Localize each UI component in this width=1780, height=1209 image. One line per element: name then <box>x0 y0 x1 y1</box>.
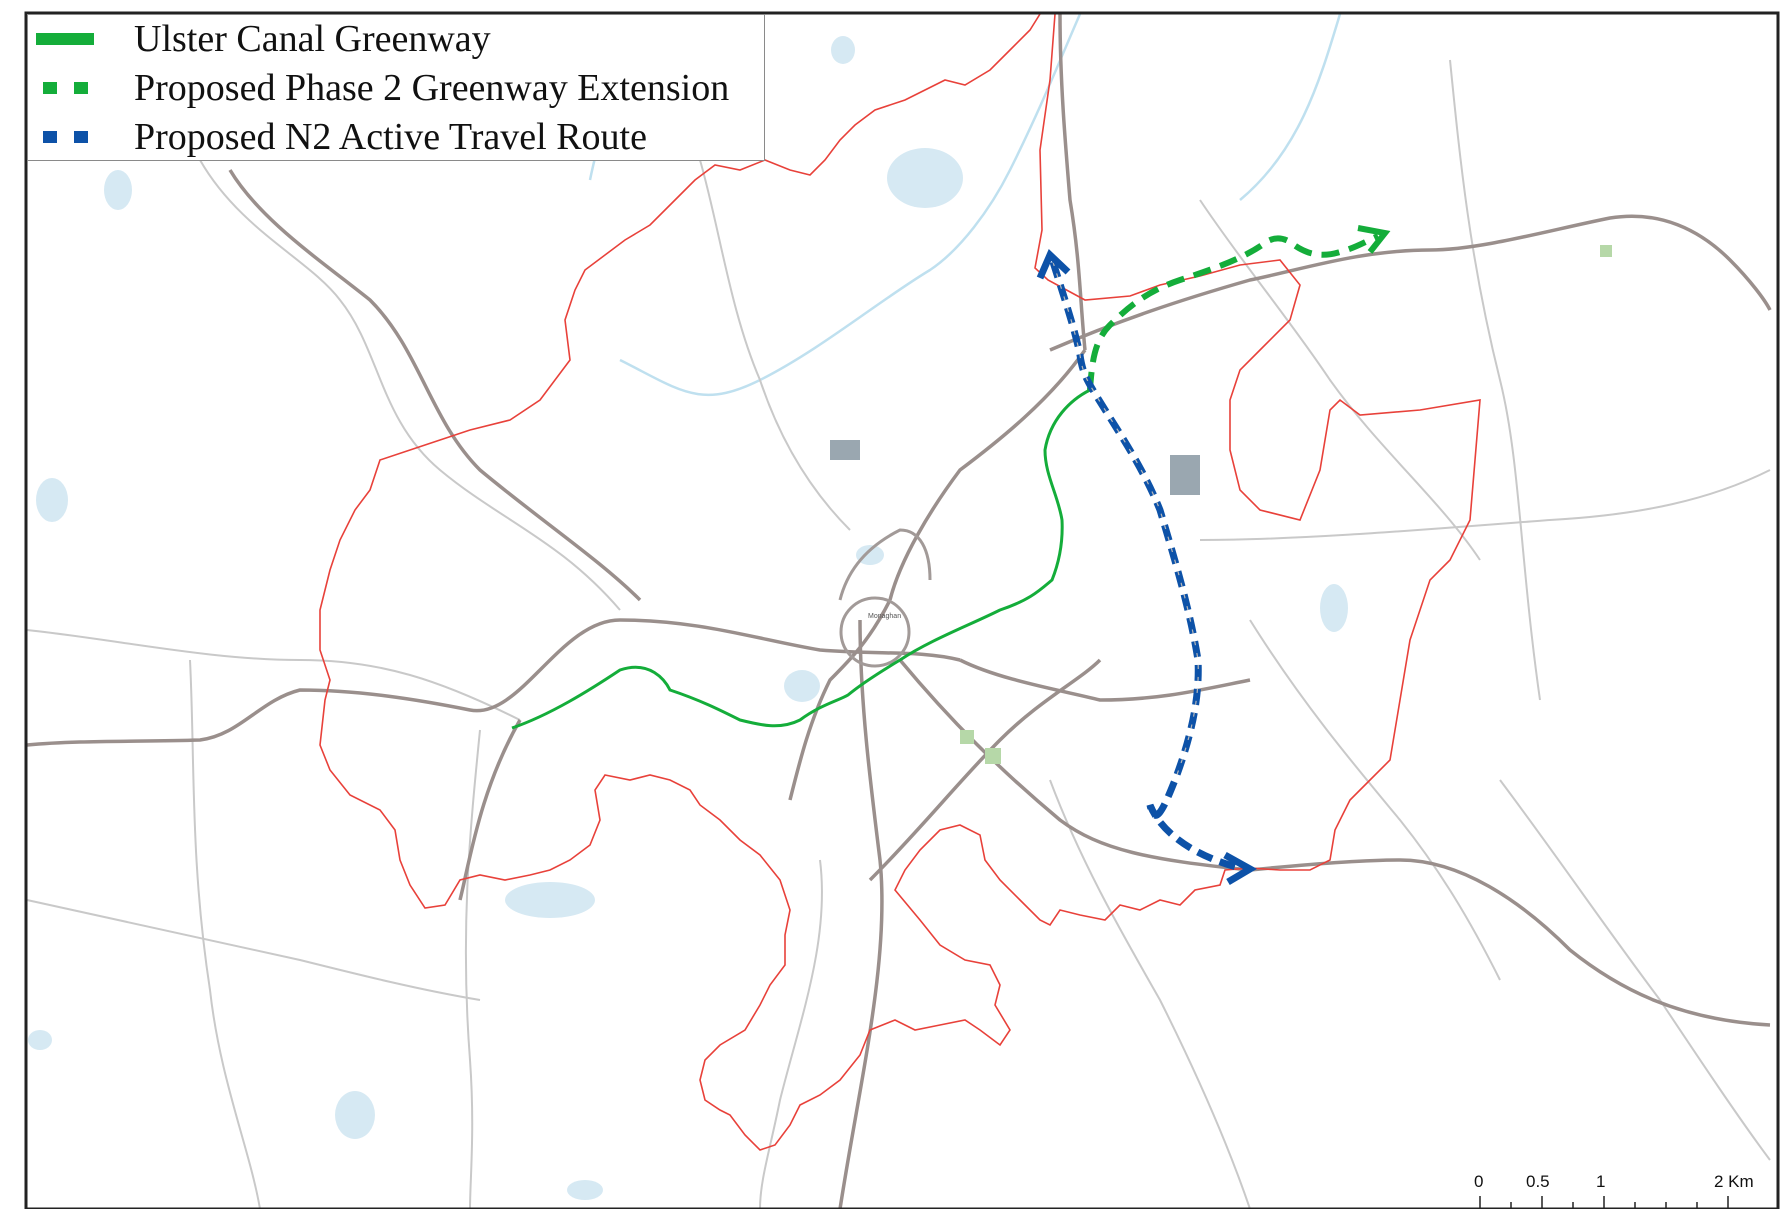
legend-item-ulster-canal-greenway: Ulster Canal Greenway <box>28 15 764 63</box>
legend-item-phase-2-extension: Proposed Phase 2 Greenway Extension <box>28 64 764 112</box>
lake <box>856 545 884 565</box>
n2-route-centreline <box>1052 261 1199 781</box>
river <box>1239 13 1342 201</box>
road <box>26 618 961 747</box>
lake <box>567 1180 603 1200</box>
ulster-canal-greenway[interactable] <box>511 388 1091 730</box>
road <box>458 719 522 901</box>
lakes <box>28 36 1348 1200</box>
legend-label: Proposed Phase 2 Greenway Extension <box>134 67 730 109</box>
legend-swatch-dashed-blue <box>36 131 94 143</box>
phase-2-greenway-extension[interactable] <box>1087 233 1380 391</box>
lake <box>505 882 595 918</box>
lake <box>28 1030 52 1050</box>
scale-ticks <box>1479 1196 1729 1209</box>
legend-swatch-solid-green <box>36 33 94 45</box>
legend-swatch-dashed-green <box>36 82 94 94</box>
scale-label-0-5: 0.5 <box>1526 1172 1550 1191</box>
legend-label: Proposed N2 Active Travel Route <box>134 116 647 158</box>
n2-arrowhead-south <box>1223 851 1258 886</box>
road <box>788 599 892 801</box>
legend-item-n2-active-travel: Proposed N2 Active Travel Route <box>28 113 764 161</box>
lake <box>335 1091 375 1139</box>
lake <box>104 170 132 210</box>
scale-bar: 0 0.5 1 2 Km <box>1460 1168 1770 1209</box>
lake <box>1320 584 1348 632</box>
legend: Ulster Canal Greenway Proposed Phase 2 G… <box>27 14 765 161</box>
phase-2-arrowhead <box>1357 225 1391 254</box>
lake <box>887 148 963 208</box>
n2-arrowhead-north <box>1036 249 1071 280</box>
lake <box>36 478 68 522</box>
scale-label-2km: 2 Km <box>1714 1172 1754 1191</box>
road <box>959 658 1251 702</box>
road <box>888 348 1087 601</box>
n2-active-travel-route[interactable] <box>1049 260 1241 872</box>
minor-roads <box>26 59 1771 1209</box>
road <box>838 619 884 1209</box>
road <box>868 658 1102 882</box>
scale-label-1: 1 <box>1596 1172 1606 1191</box>
lake <box>831 36 855 64</box>
road <box>228 169 642 602</box>
town-ring <box>838 528 932 668</box>
road <box>898 658 1251 872</box>
scale-label-0: 0 <box>1474 1172 1484 1191</box>
place-marks <box>830 245 1612 764</box>
town-boundary <box>319 13 1481 1151</box>
road <box>1058 13 1087 351</box>
road <box>1049 214 1772 352</box>
map-border <box>24 11 1780 1209</box>
main-roads <box>26 13 1772 1209</box>
river <box>619 13 1082 396</box>
town-label: Monaghan <box>868 613 901 620</box>
lake <box>784 670 820 702</box>
road <box>1249 858 1771 1027</box>
legend-label: Ulster Canal Greenway <box>134 18 491 60</box>
